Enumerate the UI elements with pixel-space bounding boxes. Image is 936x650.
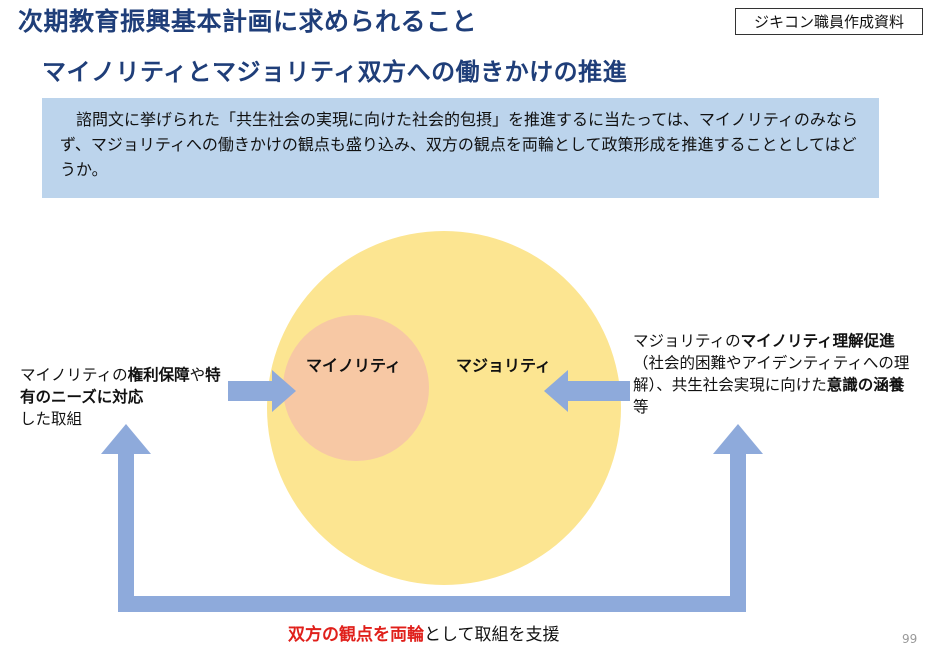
left-text-part3: した取組 — [20, 410, 83, 428]
caption-highlight: 双方の観点を両輪 — [288, 625, 424, 645]
minority-label: マイノリティ — [306, 356, 402, 375]
majority-label: マジョリティ — [456, 356, 552, 375]
left-text-part2: や — [189, 366, 206, 384]
connector-band — [118, 452, 746, 612]
caption-rest: として取組を支援 — [424, 625, 560, 645]
left-text-bold2: 特有のニーズに対応 — [20, 366, 221, 406]
summary-note-box: 諮問文に挙げられた「共生社会の実現に向けた社会的包摂」を推進するに当たっては、マ… — [42, 98, 879, 198]
right-up-arrowhead — [713, 424, 763, 454]
minority-circle — [283, 315, 429, 461]
minority-initiatives-text: マイノリティの権利保障や特有のニーズに対応した取組 — [20, 364, 235, 430]
right-arrow-left-icon — [544, 370, 630, 412]
source-badge: ジキコン職員作成資料 — [735, 8, 923, 35]
summary-note-text: 諮問文に挙げられた「共生社会の実現に向けた社会的包摂」を推進するに当たっては、マ… — [60, 110, 858, 179]
left-up-arrowhead — [101, 424, 151, 454]
left-arrow-right-icon — [228, 370, 296, 412]
left-text-bold1: 権利保障 — [127, 366, 190, 384]
right-text-bold1: マイノリティ理解促進 — [740, 332, 895, 350]
majority-initiatives-text: マジョリティのマイノリティ理解促進 （社会的困難やアイデンティティへの理解）、共生… — [633, 330, 913, 418]
right-text-part2: （社会的困難やアイデンティティへの理解）、共生社会実現に向けた — [633, 354, 910, 394]
right-text-part1: マジョリティの — [633, 332, 741, 350]
page-subtitle: マイノリティとマジョリティ双方への働きかけの推進 — [42, 58, 628, 86]
right-text-bold2: 意識の涵養 — [826, 376, 905, 394]
right-text-part3: 等 — [633, 398, 649, 416]
left-text-part1: マイノリティの — [20, 366, 128, 384]
bottom-caption: 双方の観点を両輪として取組を支援 — [288, 620, 560, 645]
page-number: 99 — [902, 632, 918, 646]
page-title: 次期教育振興基本計画に求められること — [18, 7, 478, 36]
